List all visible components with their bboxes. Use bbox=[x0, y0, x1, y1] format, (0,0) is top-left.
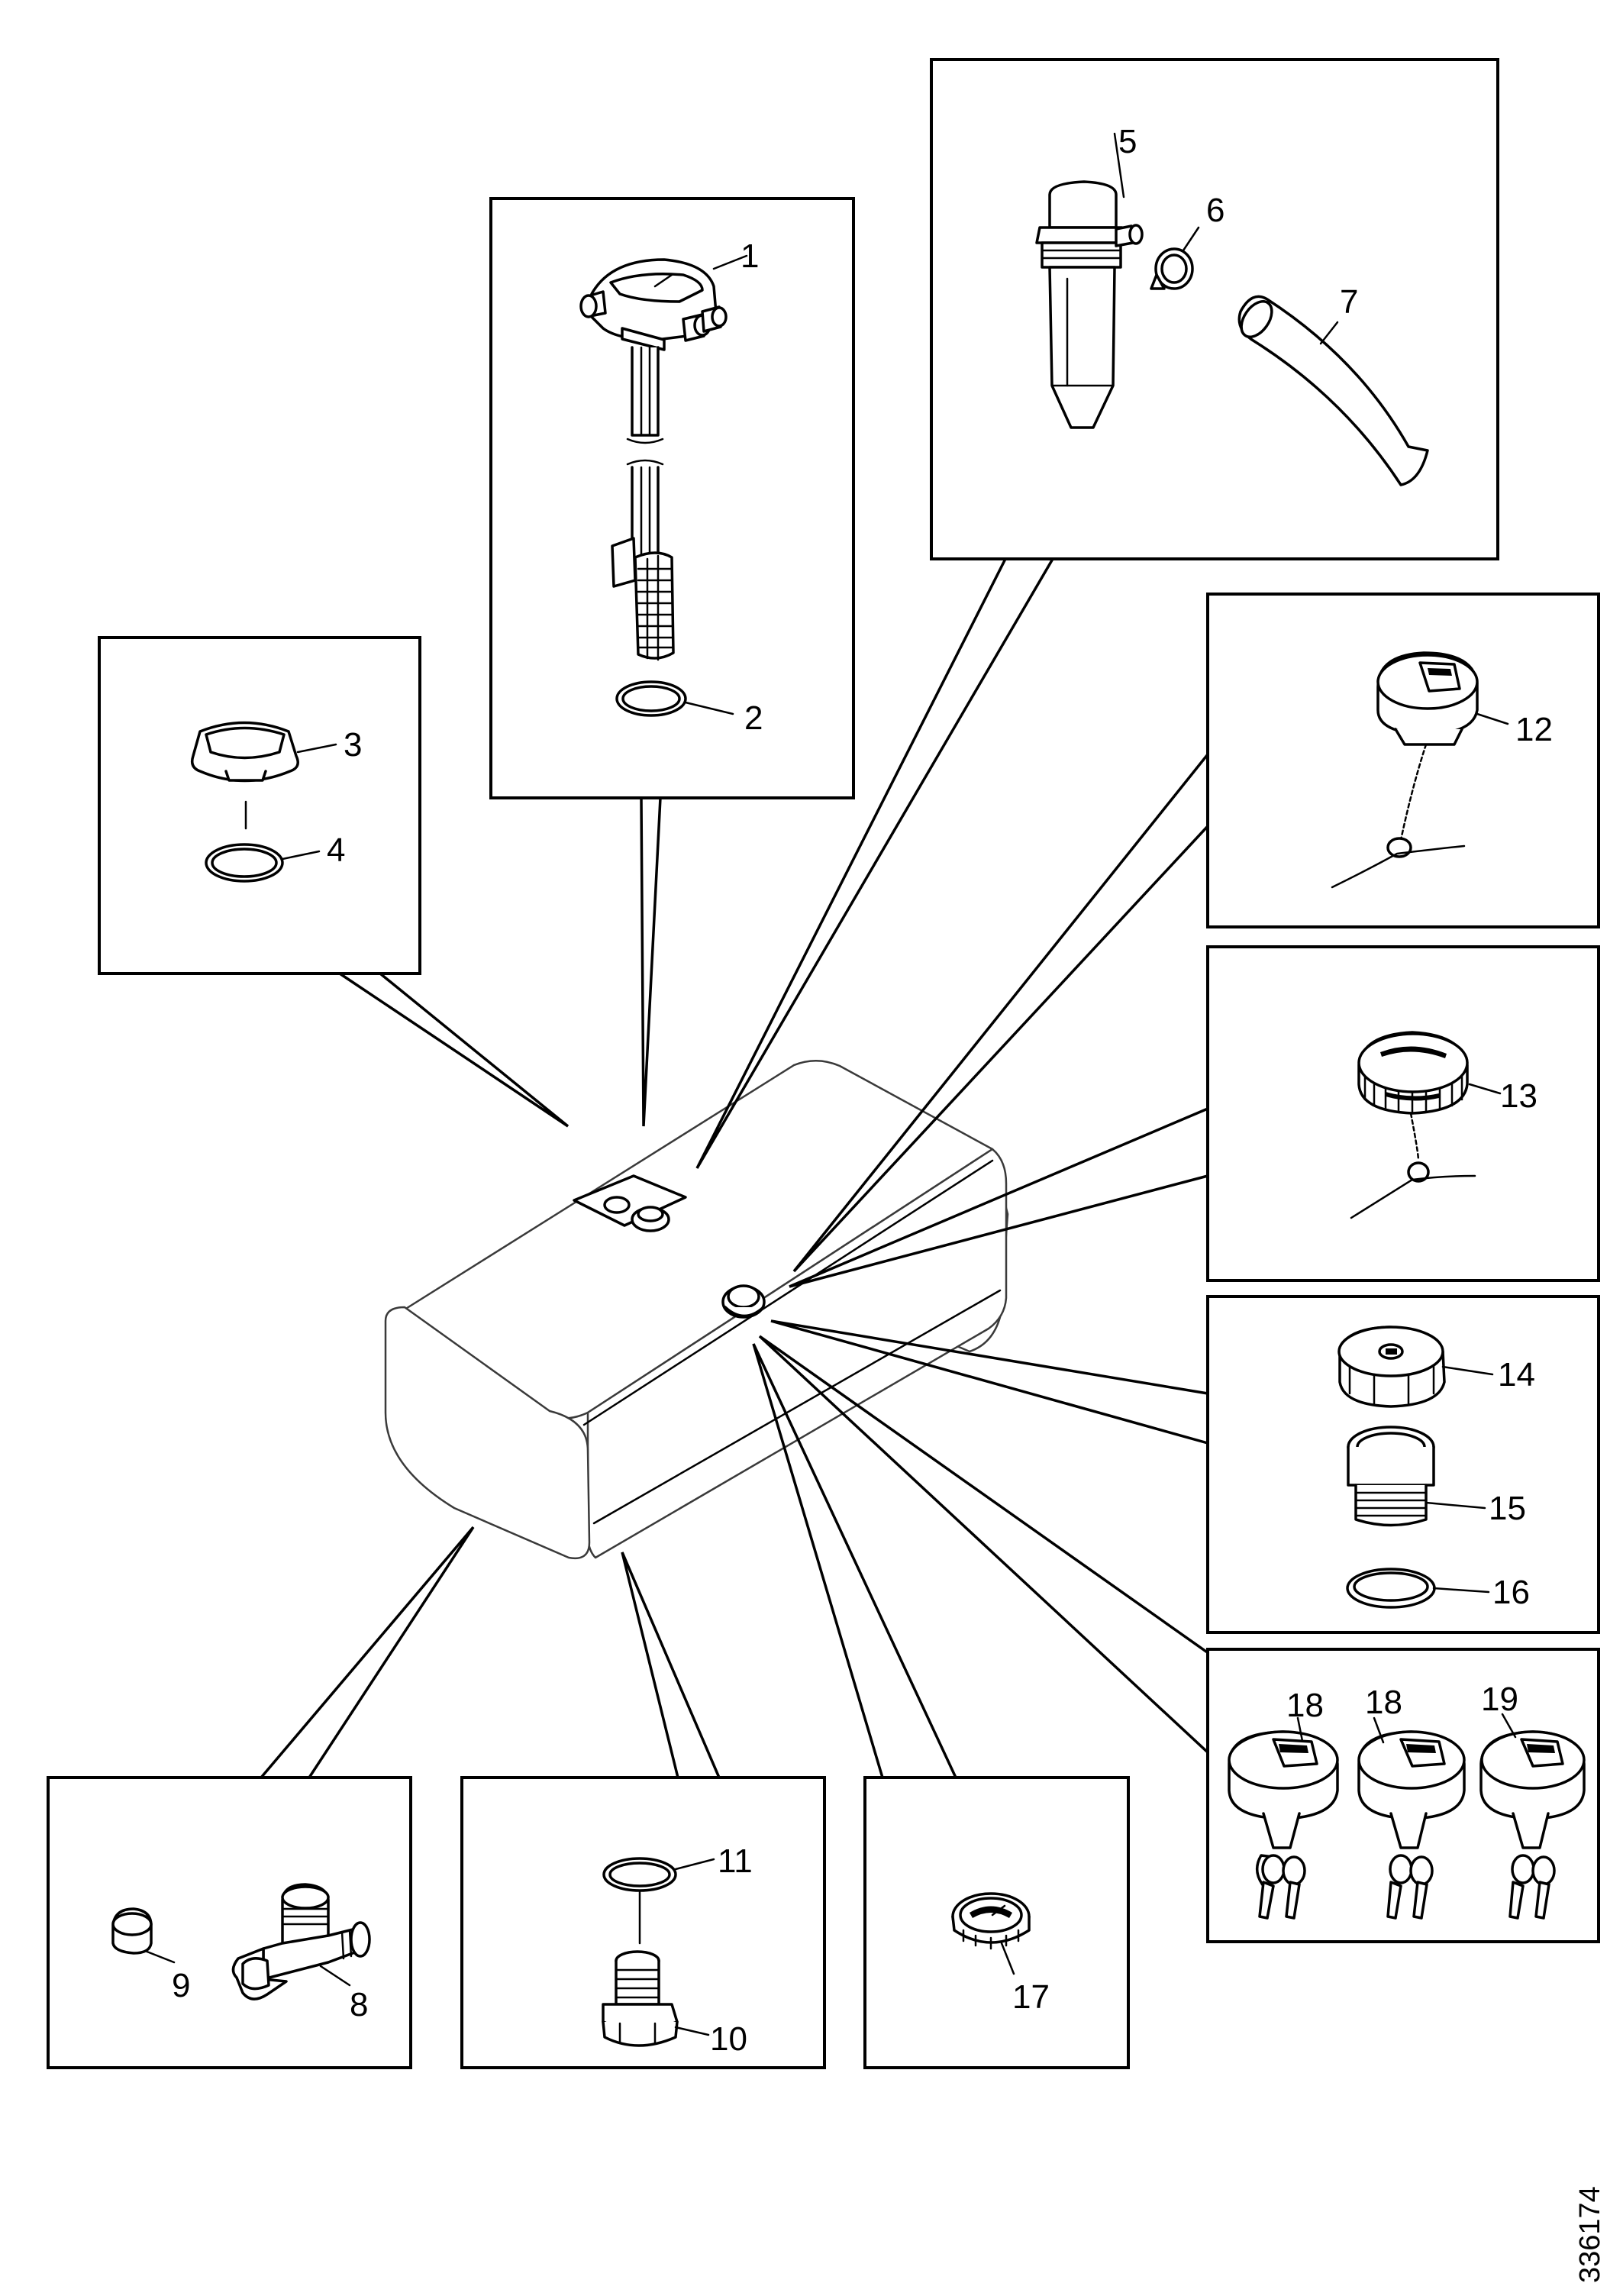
leader-box-14-16 bbox=[770, 1319, 1208, 1445]
callout-9: 9 bbox=[172, 1967, 190, 2004]
locking-cap-a bbox=[1228, 1730, 1339, 1920]
leader-box-18-19 bbox=[758, 1335, 1221, 1754]
box-breather-filter: 5 6 7 bbox=[930, 58, 1499, 560]
callout-12: 12 bbox=[1515, 711, 1553, 748]
callout-13: 13 bbox=[1500, 1077, 1537, 1115]
callout-7: 7 bbox=[1340, 283, 1358, 321]
box-drain-valve: 9 8 bbox=[47, 1776, 412, 2069]
box-retainer-ring: 3 4 bbox=[98, 636, 421, 975]
leader-box-12 bbox=[792, 753, 1209, 1273]
callout-18-middle: 18 bbox=[1365, 1684, 1402, 1721]
leader-box-8-9 bbox=[260, 1526, 475, 1779]
locking-cap-c bbox=[1479, 1730, 1586, 1920]
box-level-sender: 1 2 bbox=[489, 197, 855, 799]
callout-18-left: 18 bbox=[1286, 1687, 1324, 1724]
leader-box-17 bbox=[752, 1343, 957, 1778]
callout-2: 2 bbox=[744, 699, 763, 737]
callout-4: 4 bbox=[327, 832, 345, 869]
box-scania-cap-chain: 13 bbox=[1206, 945, 1600, 1282]
callout-5: 5 bbox=[1118, 123, 1137, 160]
fuel-tank bbox=[384, 1060, 1009, 1560]
box-filler-cap-chain: 12 bbox=[1206, 593, 1600, 928]
locking-cap-b bbox=[1357, 1730, 1466, 1920]
callout-1: 1 bbox=[741, 237, 759, 275]
leader-box-3-4 bbox=[339, 972, 570, 1128]
callout-16: 16 bbox=[1492, 1574, 1530, 1611]
callout-15: 15 bbox=[1489, 1490, 1526, 1527]
callout-6: 6 bbox=[1206, 192, 1225, 229]
callout-19: 19 bbox=[1481, 1681, 1518, 1718]
callout-17: 17 bbox=[1012, 1978, 1050, 2016]
leader-box-5-7 bbox=[695, 558, 1054, 1169]
callout-8: 8 bbox=[350, 1986, 368, 2023]
box-cap-adapter-seal: 14 15 16 bbox=[1206, 1295, 1600, 1634]
leader-box-10-11 bbox=[621, 1552, 721, 1778]
leader-box-1-2 bbox=[640, 797, 662, 1127]
figure-code: 336174 bbox=[1574, 2186, 1606, 2283]
box-filler-insert: 17 bbox=[863, 1776, 1130, 2069]
callout-3: 3 bbox=[344, 726, 362, 764]
callout-10: 10 bbox=[710, 2020, 747, 2058]
leader-box-13 bbox=[789, 1107, 1208, 1288]
callout-14: 14 bbox=[1498, 1356, 1535, 1393]
callout-11: 11 bbox=[718, 1842, 753, 1880]
leader-lines bbox=[260, 558, 1221, 1779]
box-drain-plug: 11 10 bbox=[460, 1776, 826, 2069]
box-locking-caps: 18 18 19 bbox=[1206, 1648, 1600, 1943]
